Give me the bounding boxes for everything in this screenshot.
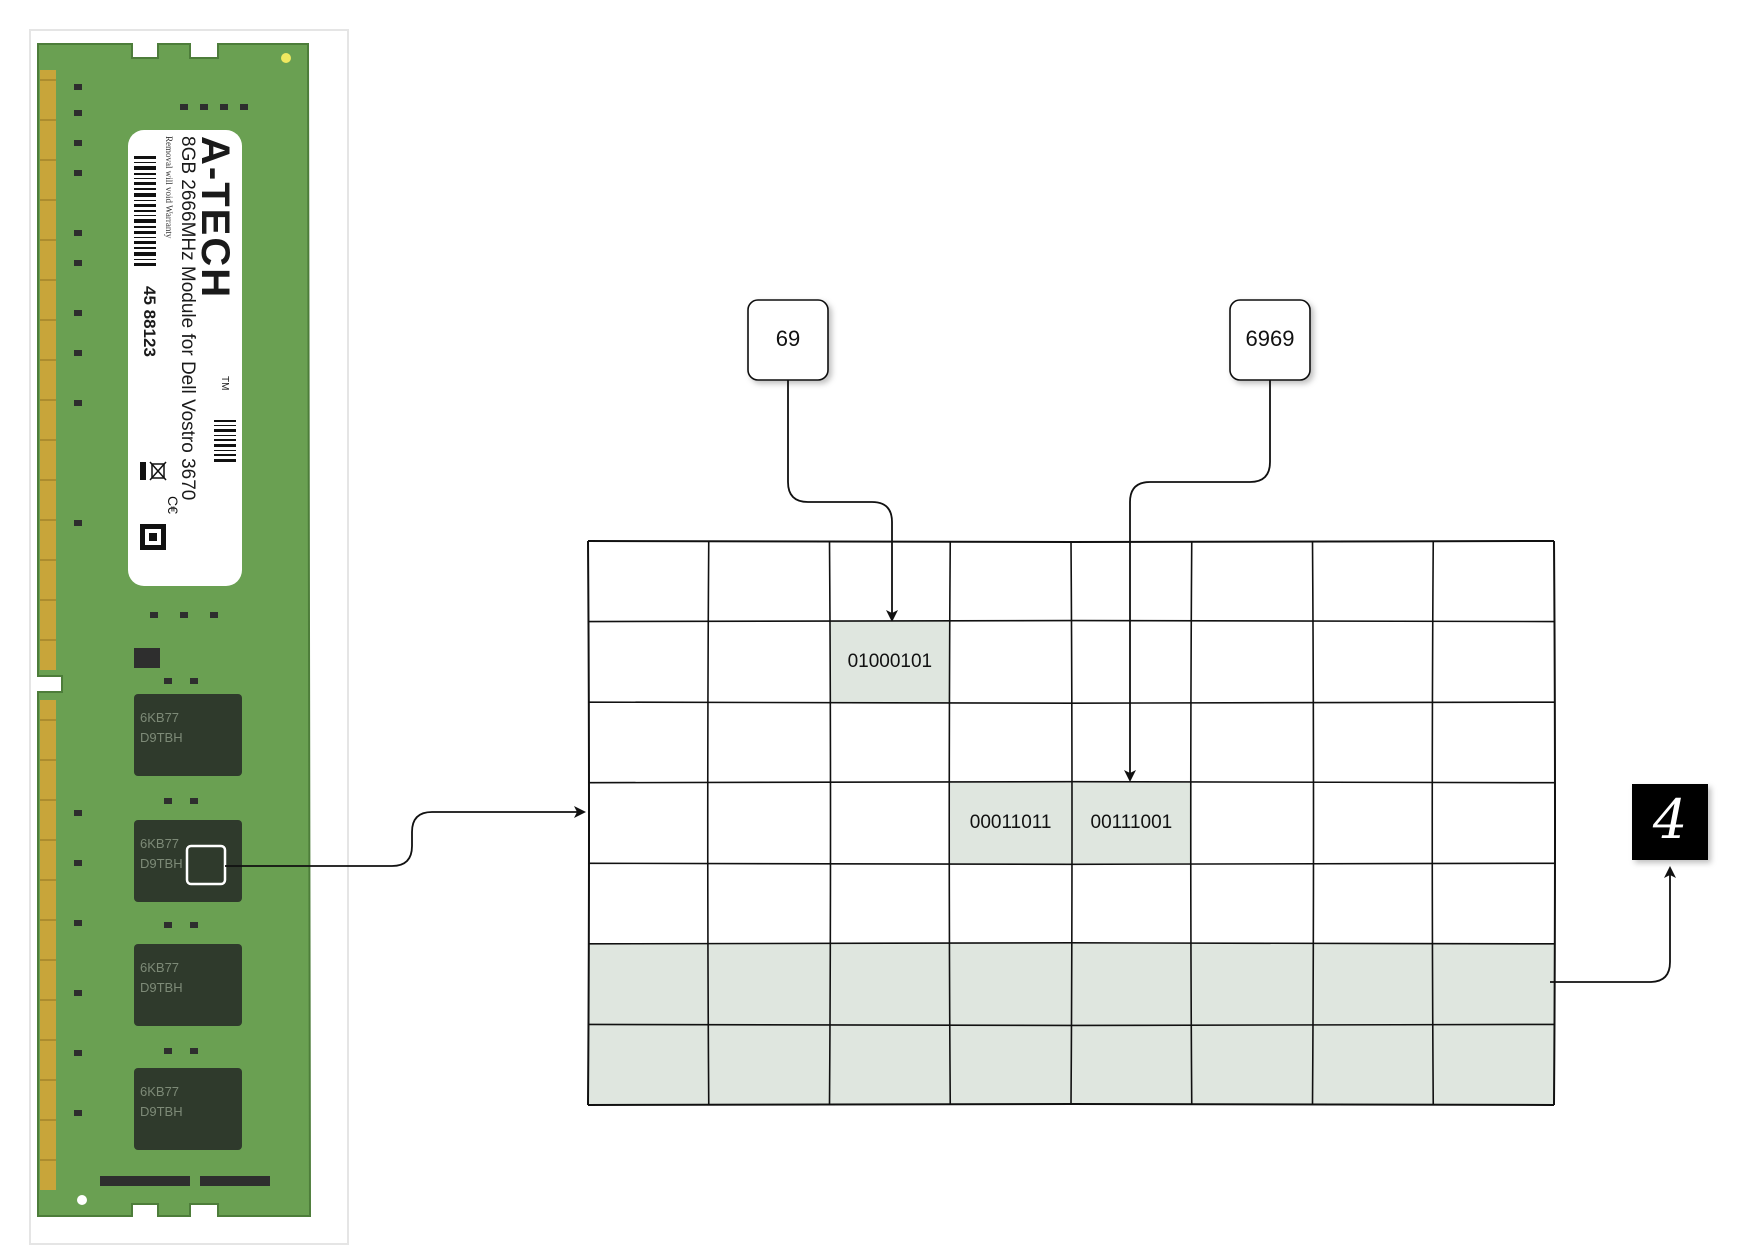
arrow-69-to-cell (787, 380, 898, 622)
memory-cell-value: 00111001 (1091, 812, 1173, 833)
memory-chip: 6KB77 D9TBH (134, 694, 242, 776)
grid-column-line (587, 540, 590, 1105)
ram-module: C€ A-TECH TM 8GB 2666MHz Module for Dell… (29, 29, 349, 1245)
barcode-icon (134, 156, 156, 266)
svg-text:6KB77: 6KB77 (140, 960, 179, 975)
ram-serial: 45 88123 (140, 286, 159, 357)
grid-column-line (1431, 540, 1435, 1105)
arrow-6969-to-cell (1124, 380, 1271, 782)
grid-column-line (1311, 540, 1315, 1105)
address-box-69: 69 (747, 299, 829, 381)
memory-grid: 01000101 00011011 00111001 (587, 540, 1556, 1106)
grid-column-line (706, 540, 710, 1105)
surface-components (74, 84, 270, 1186)
barcode-icon-small (214, 420, 236, 462)
ram-warranty-note: Removal will void Warranty (164, 136, 174, 239)
grid-column-line (1070, 540, 1073, 1105)
svg-text:D9TBH: D9TBH (140, 1104, 183, 1119)
svg-text:C€: C€ (165, 496, 181, 514)
gold-contact-lines (40, 79, 56, 1161)
gold-contacts-lower (40, 700, 56, 1190)
grid-row-line (587, 701, 1555, 704)
memory-chip: 6KB77 D9TBH (134, 944, 242, 1026)
grid-row-line (587, 862, 1555, 866)
svg-text:D9TBH: D9TBH (140, 730, 183, 745)
ram-brand: A-TECH (193, 136, 237, 299)
ram-description: 8GB 2666MHz Module for Dell Vostro 3670 (177, 136, 198, 500)
mounting-hole-bottom (77, 1195, 87, 1205)
grid-row-line (587, 780, 1555, 784)
memory-chip: 6KB77 D9TBH (134, 1068, 242, 1150)
address-label-6969: 6969 (1246, 326, 1295, 351)
grid-row-line (587, 942, 1555, 945)
weee-bar-icon (140, 462, 146, 480)
qr-code-icon (140, 524, 166, 550)
output-digit-background (1632, 784, 1708, 860)
ce-mark-icon: C€ (165, 496, 181, 514)
output-digit-glyph: 4 (1652, 788, 1687, 851)
svg-text:6KB77: 6KB77 (140, 836, 179, 851)
grid-column-line (1553, 540, 1556, 1105)
svg-text:D9TBH: D9TBH (140, 856, 183, 871)
memory-cell-value: 00011011 (970, 812, 1052, 833)
svg-text:D9TBH: D9TBH (140, 980, 183, 995)
address-label-69: 69 (776, 326, 800, 351)
mounting-hole-top (281, 53, 291, 63)
memory-cell-filled (950, 782, 1071, 864)
address-box-6969: 6969 (1229, 299, 1311, 381)
ram-trademark: TM (219, 376, 230, 390)
memory-cell-value: 01000101 (848, 651, 933, 672)
svg-text:6KB77: 6KB77 (140, 1084, 179, 1099)
weee-bin-icon (149, 461, 167, 481)
svg-text:6KB77: 6KB77 (140, 710, 179, 725)
grid-column-line (1189, 540, 1193, 1105)
grid-column-line (948, 540, 952, 1105)
memory-cell-filled (829, 621, 951, 703)
grid-column-line (828, 540, 832, 1105)
memory-cell-filled (1071, 782, 1192, 864)
arrow-grid-to-output (1550, 866, 1676, 983)
arrow-chip-to-grid (225, 806, 586, 867)
output-digit-image: 4 (1632, 784, 1708, 860)
zoom-selection-box (185, 844, 227, 886)
